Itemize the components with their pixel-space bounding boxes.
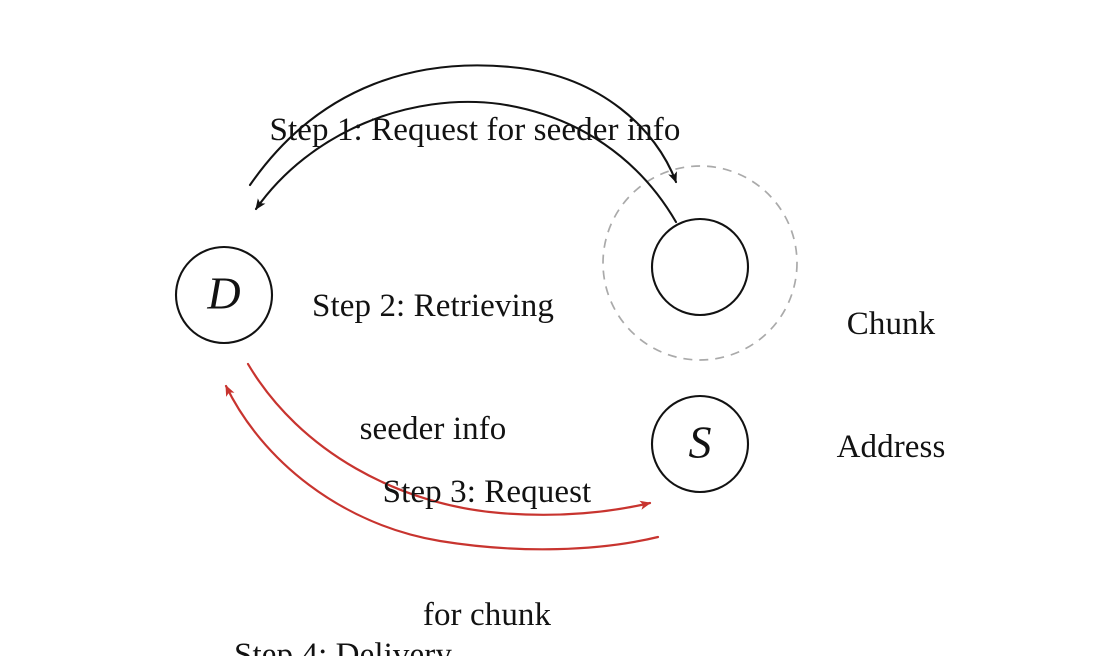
label-step2-line1: Step 2: Retrieving: [312, 287, 554, 324]
node-d-label: D: [206, 268, 240, 319]
label-chunk-address-line1: Chunk: [846, 305, 936, 342]
chunk-address-region: [602, 165, 798, 361]
label-chunk-address: Chunk Address: [822, 222, 960, 549]
label-step2-line2: seeder info: [359, 410, 507, 447]
label-step4-line1: Step 4: Delivery: [234, 636, 452, 656]
node-s-label: S: [689, 417, 712, 468]
label-step4: Step 4: Delivery of chunk: [208, 553, 478, 656]
node-s-circle[interactable]: [650, 394, 750, 494]
arrow-step3: [246, 362, 652, 516]
label-step2: Step 2: Retrieving seeder info: [288, 204, 578, 531]
label-step1: Step 1: Request for seeder info: [236, 28, 714, 233]
label-step3-line2: for chunk: [422, 596, 552, 633]
arrow-step1: [248, 64, 678, 187]
node-d-circle[interactable]: [174, 245, 274, 345]
label-step3: Step 3: Request for chunk: [360, 390, 614, 656]
node-chunk-address[interactable]: [650, 217, 750, 317]
arrow-step4: [224, 384, 660, 551]
label-step3-line1: Step 3: Request: [382, 473, 592, 510]
label-chunk-address-line2: Address: [836, 428, 946, 465]
label-step1-line1: Step 1: Request for seeder info: [269, 111, 681, 148]
arrow-step2: [254, 100, 678, 224]
